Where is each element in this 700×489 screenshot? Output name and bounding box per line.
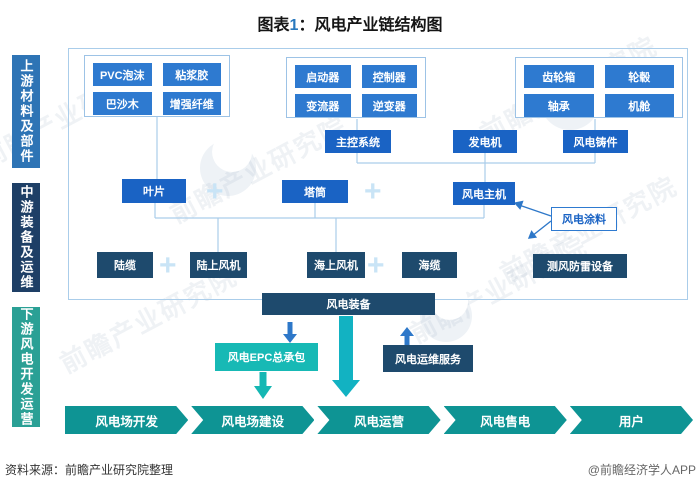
node-land-cable: 陆缆	[97, 252, 153, 278]
plus-sign: +	[206, 175, 224, 208]
sidebar-midstream-label: 中游装备及运维	[12, 183, 40, 292]
node-sea-cable: 海缆	[402, 252, 457, 278]
plus-sign: +	[364, 175, 382, 208]
group-blade-materials: PVC泡沫 粘浆胶 巴沙木 增强纤维	[84, 55, 230, 117]
source-note: 资料来源：前瞻产业研究院整理	[5, 463, 174, 477]
title-suffix: ：风电产业链结构图	[298, 17, 443, 34]
node-reinforced-fiber: 增强纤维	[162, 92, 221, 115]
process-step-development: 风电场开发	[65, 406, 188, 434]
node-generator: 发电机	[453, 130, 517, 153]
title-number: 1	[289, 17, 299, 34]
node-bearing: 轴承	[524, 94, 594, 117]
node-offshore-turbine: 海上风机	[307, 252, 365, 278]
node-balsa-wood: 巴沙木	[93, 92, 152, 115]
node-converter: 变流器	[295, 94, 351, 117]
node-wind-coating: 风电涂料	[551, 207, 617, 231]
node-inverter: 逆变器	[361, 94, 417, 117]
sidebar-upstream-label: 上游材料及部件	[12, 55, 40, 168]
node-hub: 轮毂	[604, 65, 674, 88]
credit-note: @前瞻经济学人APP	[587, 463, 696, 477]
node-wind-epc: 风电EPC总承包	[215, 343, 318, 371]
node-wind-equipment: 风电装备	[262, 293, 435, 315]
title-prefix: 图表	[257, 17, 290, 34]
process-step-construction: 风电场建设	[191, 406, 314, 434]
group-drivetrain: 齿轮箱 轮毂 轴承 机舱	[515, 57, 683, 118]
node-wind-casting: 风电铸件	[563, 130, 628, 153]
node-nacelle: 机舱	[604, 94, 674, 117]
process-step-user: 用户	[570, 406, 693, 434]
node-gearbox: 齿轮箱	[524, 65, 594, 88]
node-controller: 控制器	[361, 65, 417, 88]
node-adhesive: 粘浆胶	[162, 63, 221, 86]
sidebar-downstream-label: 下游风电开发运营	[12, 307, 40, 427]
node-tower: 塔筒	[282, 180, 348, 203]
page-title: 图表1：风电产业链结构图	[0, 11, 700, 35]
node-onshore-turbine: 陆上风机	[190, 252, 247, 278]
node-wind-om-service: 风电运维服务	[383, 345, 473, 372]
group-electrical: 启动器 控制器 变流器 逆变器	[286, 57, 426, 118]
node-main-control-system: 主控系统	[325, 130, 391, 153]
process-step-electricity-sale: 风电售电	[444, 406, 567, 434]
plus-sign: +	[159, 249, 177, 282]
node-blade: 叶片	[122, 179, 186, 203]
node-pvc-foam: PVC泡沫	[93, 63, 152, 86]
process-step-operation: 风电运营	[317, 406, 440, 434]
node-starter: 启动器	[295, 65, 351, 88]
process-bar: 风电场开发 风电场建设 风电运营 风电售电 用户	[65, 406, 693, 434]
plus-sign: +	[367, 249, 385, 282]
node-wind-measure-lightning: 测风防雷设备	[533, 254, 627, 278]
node-wind-main-unit: 风电主机	[453, 182, 515, 205]
